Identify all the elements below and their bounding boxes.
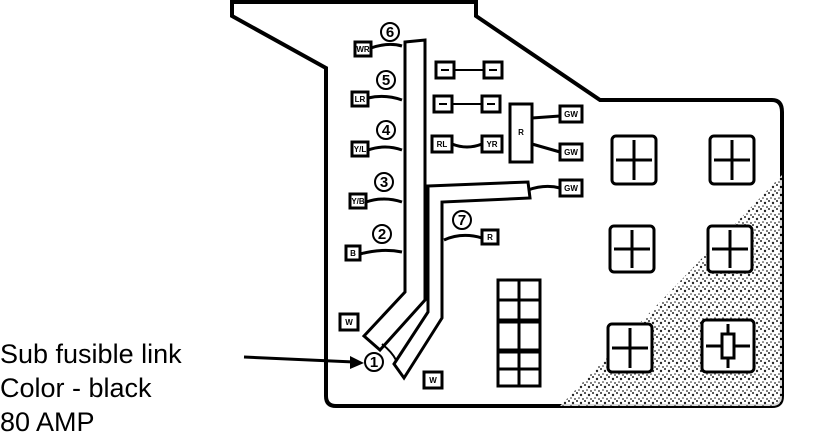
callout-line-3: 80 AMP <box>0 407 95 437</box>
svg-text:W: W <box>429 376 437 385</box>
relay-5 <box>606 322 654 374</box>
svg-text:Y/L: Y/L <box>354 145 367 154</box>
svg-text:R: R <box>518 128 524 137</box>
bus-bar-left <box>361 38 427 353</box>
link-number: 2 <box>378 226 386 243</box>
fuse-pair-rl-yr: RL YR <box>430 134 504 154</box>
connector-w-a: W <box>338 312 360 332</box>
fusible-link-5: 5 LR <box>350 70 403 108</box>
connector-gw-b: GW <box>558 142 584 162</box>
relay-grid-column <box>496 278 542 388</box>
link-number: 5 <box>382 72 390 89</box>
fusible-link-6: 6 WR <box>353 22 403 58</box>
bus-bar-right <box>392 180 532 381</box>
fusible-link-1: 1 <box>364 343 397 372</box>
relay-4 <box>706 224 754 274</box>
relay-3 <box>608 224 656 274</box>
link-number: 1 <box>370 354 378 371</box>
svg-text:Y/B: Y/B <box>351 197 365 206</box>
svg-text:R: R <box>487 233 493 242</box>
connector-gw-a: GW <box>558 104 584 124</box>
relay-2 <box>708 134 756 186</box>
fusible-link-3: 3 Y/B <box>348 172 403 210</box>
link-number: 7 <box>458 212 466 229</box>
relay-r-block: R <box>508 102 561 164</box>
connector-w-b: W <box>422 370 444 390</box>
svg-text:RL: RL <box>437 140 448 149</box>
svg-text:WR: WR <box>356 45 370 54</box>
link-number: 6 <box>386 24 394 41</box>
svg-text:W: W <box>345 318 353 327</box>
connector-wr <box>353 40 373 58</box>
svg-text:GW: GW <box>564 148 578 157</box>
connector-gw-c: GW <box>527 178 584 198</box>
connector-lr <box>350 90 370 108</box>
callout-line-1: Sub fusible link <box>0 339 182 369</box>
fusible-link-2: 2 B <box>344 224 403 262</box>
svg-text:LR: LR <box>355 95 366 104</box>
svg-text:YR: YR <box>486 140 497 149</box>
callout-line-2: Color - black <box>0 373 152 403</box>
svg-text:B: B <box>350 249 356 258</box>
fuse-pair-top <box>434 60 504 80</box>
svg-text:GW: GW <box>564 184 578 193</box>
relay-6 <box>700 318 756 374</box>
fuse-pair-middle <box>432 94 502 114</box>
fusible-link-4: 4 Y/L <box>350 120 403 158</box>
link-number: 4 <box>382 122 391 139</box>
link-number: 3 <box>380 174 388 191</box>
callout-arrow <box>243 355 364 369</box>
fusible-link-7: 7 R <box>443 210 500 246</box>
relay-1 <box>610 134 658 186</box>
svg-text:GW: GW <box>564 110 578 119</box>
